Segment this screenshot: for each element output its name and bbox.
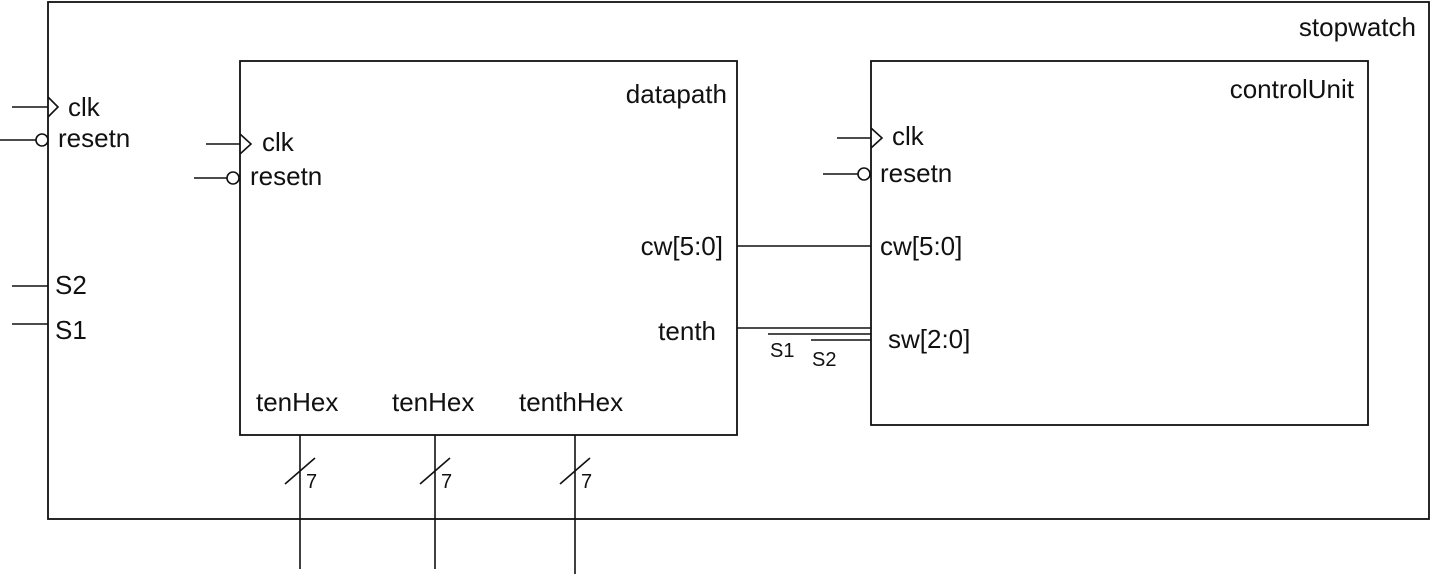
output-bus-1: 7 xyxy=(284,435,317,569)
datapath-clk-label: clk xyxy=(262,127,295,157)
stopwatch-s1-port: S1 xyxy=(12,315,87,345)
datapath-output-label-2: tenHex xyxy=(392,387,474,417)
stopwatch-s1-label: S1 xyxy=(55,315,87,345)
datapath-clk-port: clk xyxy=(206,127,295,157)
datapath-cw-label: cw[5:0] xyxy=(641,231,723,261)
output-bus-2-width: 7 xyxy=(441,471,452,493)
datapath-output-label-1: tenHex xyxy=(256,387,338,417)
control-unit-title: controlUnit xyxy=(1230,74,1355,104)
control-unit-resetn-port: resetn xyxy=(823,158,952,188)
stopwatch-s2-port: S2 xyxy=(12,270,87,300)
stopwatch-s2-label: S2 xyxy=(55,270,87,300)
stopwatch-title: stopwatch xyxy=(1299,12,1416,42)
stopwatch-clk-port: clk xyxy=(12,92,101,122)
control-unit-clk-port: clk xyxy=(837,121,925,151)
stopwatch-resetn-label: resetn xyxy=(58,123,130,153)
datapath-resetn-port: resetn xyxy=(194,161,322,191)
datapath-output-label-3: tenthHex xyxy=(519,387,623,417)
stopwatch-resetn-port: resetn xyxy=(0,123,130,153)
control-unit-sw-label: sw[2:0] xyxy=(888,324,970,354)
stopwatch-clk-label: clk xyxy=(68,92,101,122)
output-bus-1-width: 7 xyxy=(306,471,317,493)
output-bus-2: 7 xyxy=(419,435,452,569)
datapath-resetn-label: resetn xyxy=(250,161,322,191)
s1-wire-tag: S1 xyxy=(770,340,794,362)
control-unit-resetn-label: resetn xyxy=(880,158,952,188)
control-unit-clk-label: clk xyxy=(892,121,925,151)
control-unit-cw-label: cw[5:0] xyxy=(880,231,962,261)
output-bus-3: 7 xyxy=(559,435,592,574)
datapath-title: datapath xyxy=(626,79,727,109)
s2-wire-tag: S2 xyxy=(812,349,836,371)
output-bus-3-width: 7 xyxy=(581,471,592,493)
datapath-tenth-label: tenth xyxy=(658,316,716,346)
control-unit-box xyxy=(870,60,1369,426)
datapath-box xyxy=(239,60,738,436)
